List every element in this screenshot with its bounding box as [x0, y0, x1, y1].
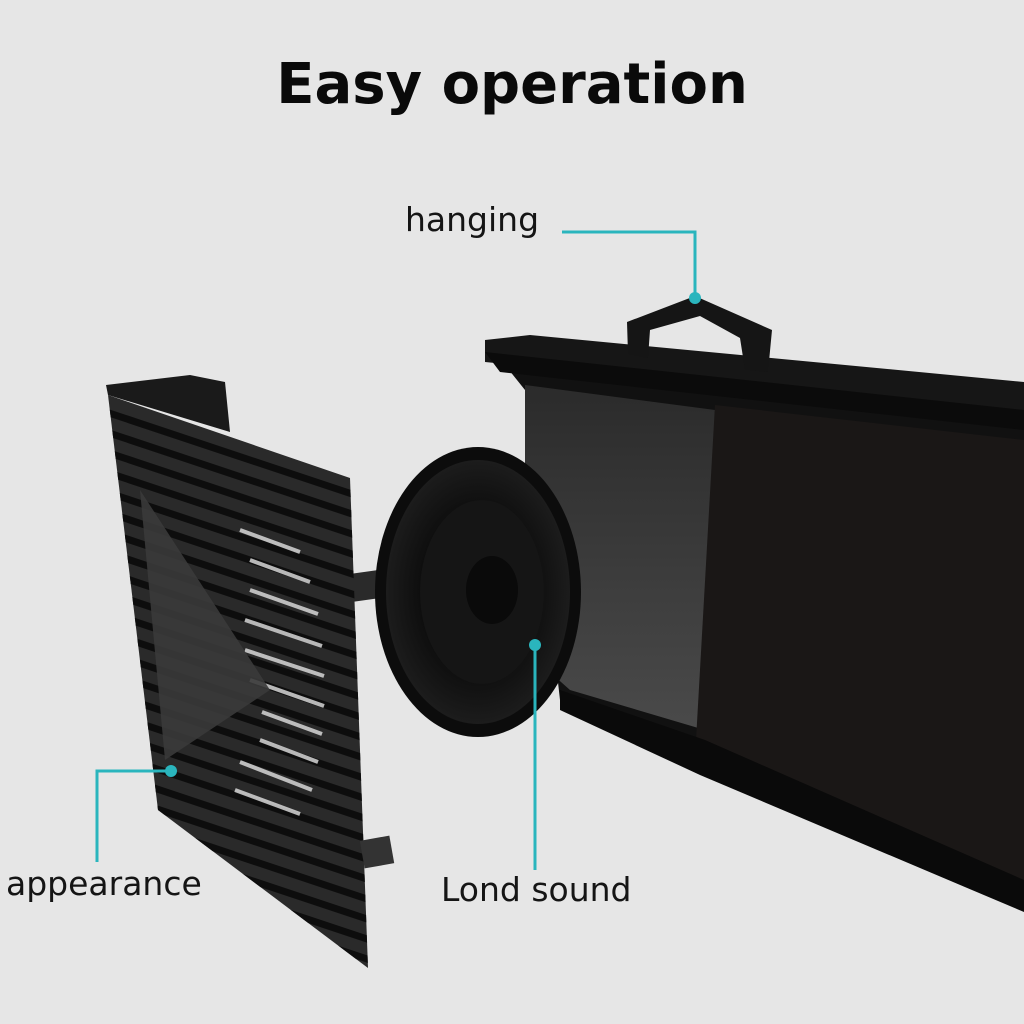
hanging-callout-dot — [689, 292, 701, 304]
soundbar-body — [485, 296, 1024, 912]
speaker-driver — [343, 447, 581, 737]
appearance-label: appearance — [6, 864, 202, 903]
hanging-callout-line — [562, 230, 697, 297]
appearance-callout-dot — [165, 765, 177, 777]
page-title: Easy operation — [276, 52, 748, 117]
hanging-label: hanging — [405, 200, 540, 239]
lond-sound-label: Lond sound — [441, 870, 632, 909]
lond-sound-callout-dot — [529, 639, 541, 651]
appearance-callout-line — [95, 769, 170, 862]
